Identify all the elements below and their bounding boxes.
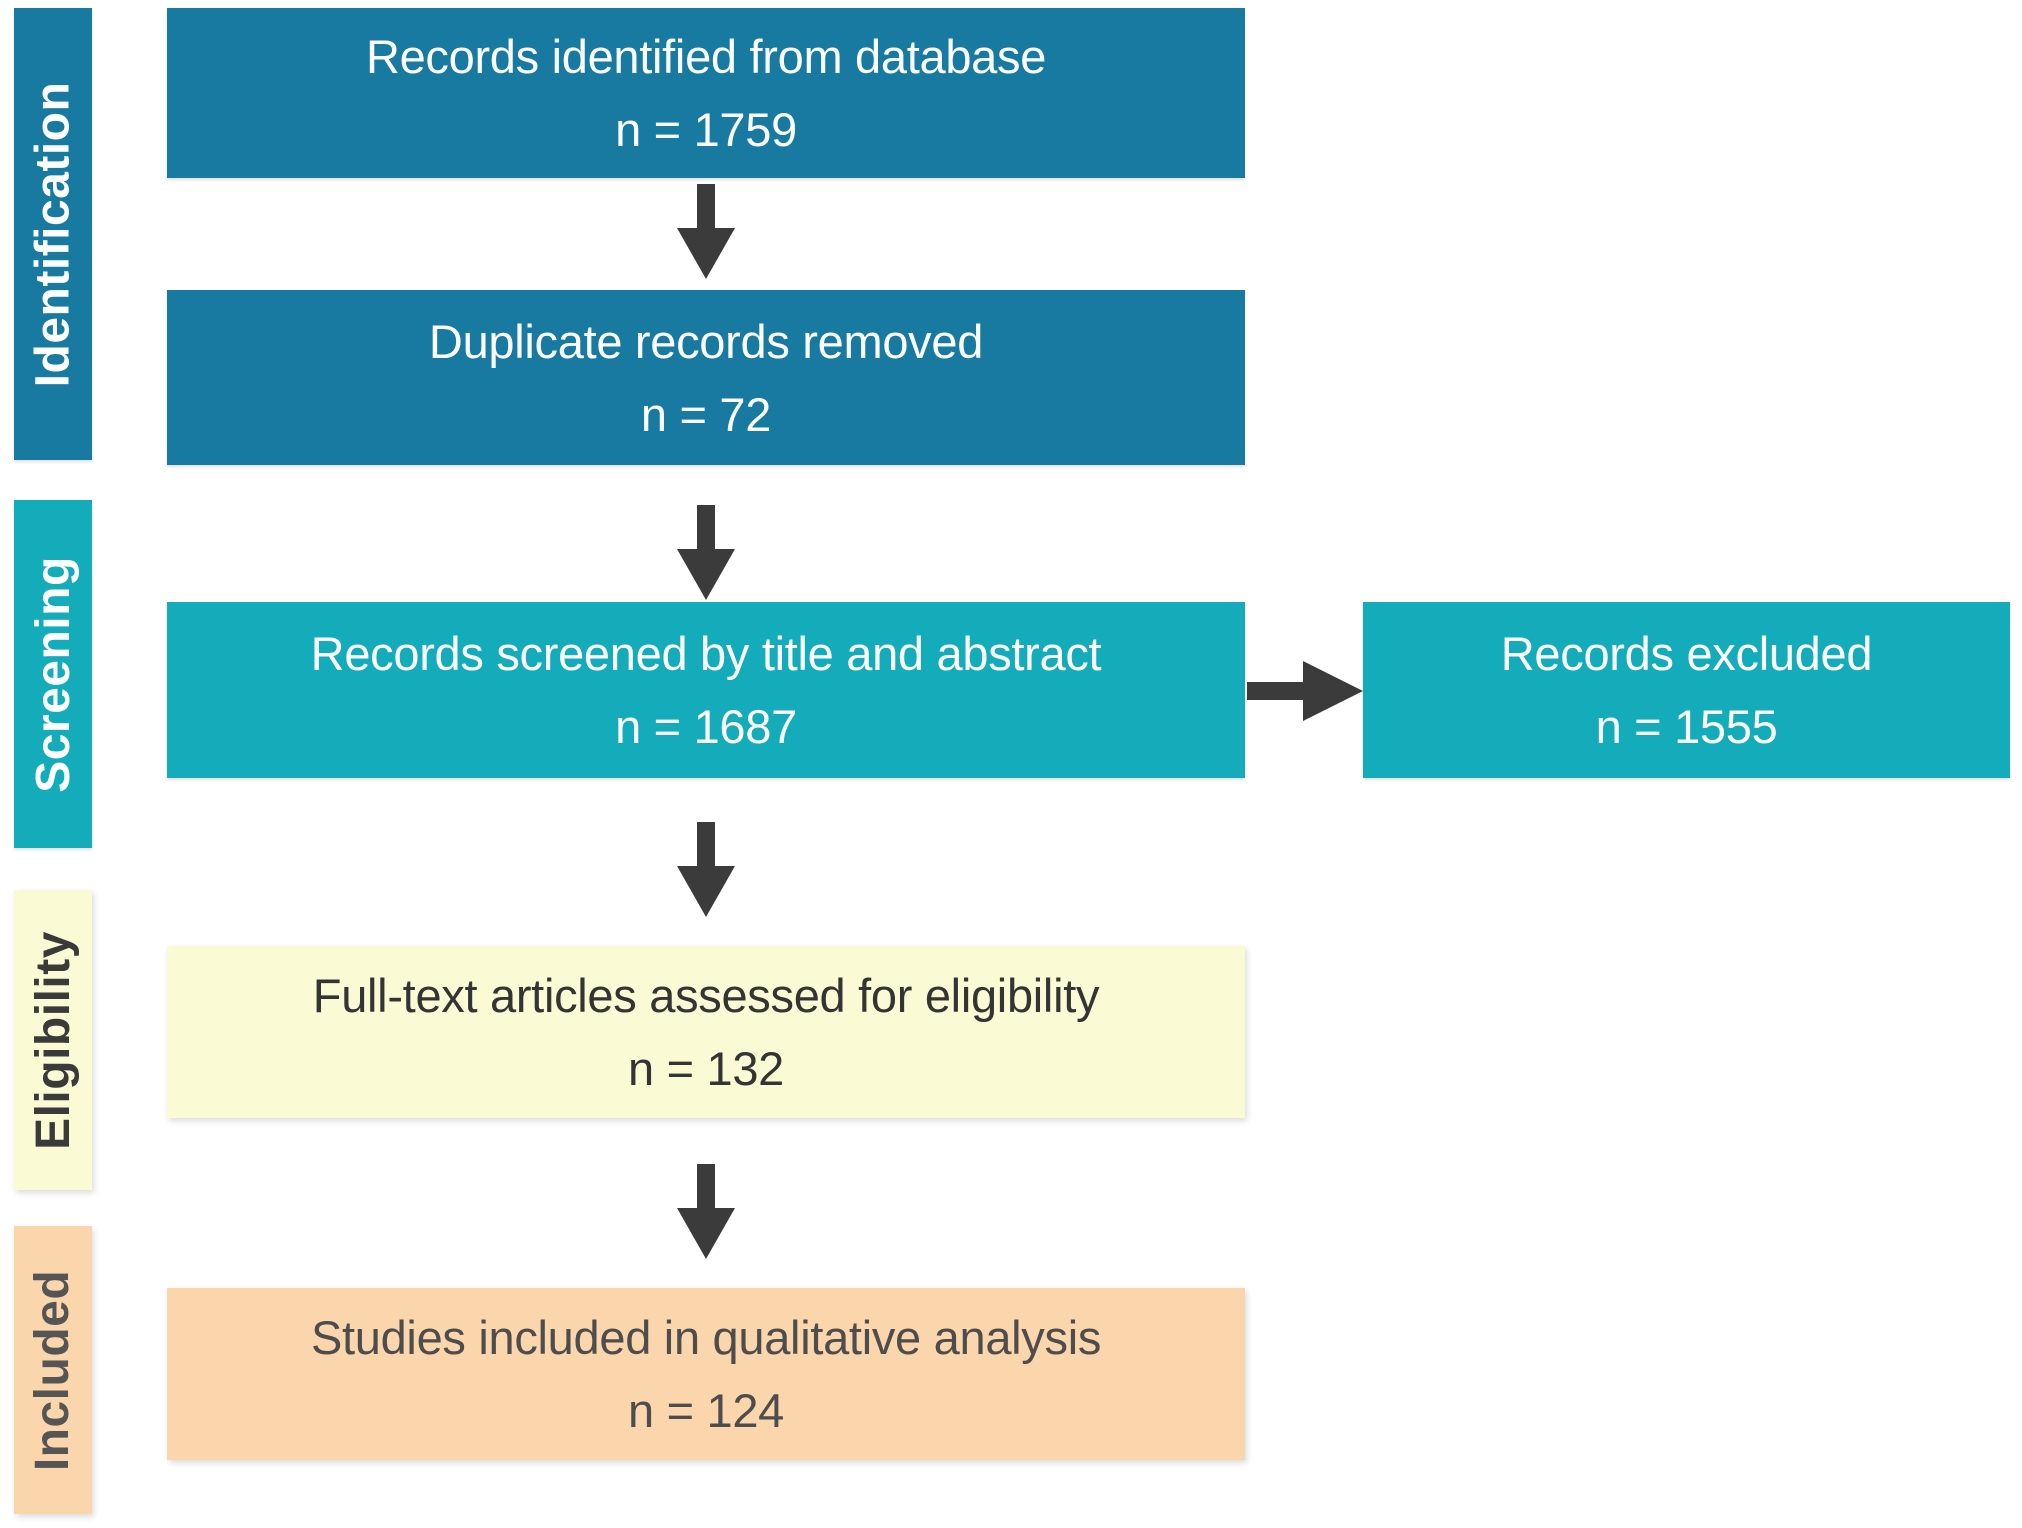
flow-box-duplicates-removed: Duplicate records removed n = 72 bbox=[167, 290, 1245, 465]
stage-tab-eligibility: Eligibility bbox=[14, 890, 92, 1190]
stage-tab-identification: Identification bbox=[14, 8, 92, 460]
box-count: n = 1555 bbox=[1595, 700, 1778, 753]
down-arrow-icon-3 bbox=[677, 822, 735, 917]
flow-box-studies-included: Studies included in qualitative analysis… bbox=[167, 1288, 1245, 1460]
down-arrow-icon-1 bbox=[677, 184, 735, 279]
box-count: n = 124 bbox=[627, 1384, 785, 1437]
box-label: Records excluded bbox=[1500, 627, 1873, 680]
box-count: n = 1759 bbox=[615, 103, 797, 156]
down-arrow-icon-4 bbox=[677, 1164, 735, 1259]
flow-box-records-excluded: Records excluded n = 1555 bbox=[1363, 602, 2010, 778]
box-count: n = 132 bbox=[627, 1042, 785, 1095]
box-label: Studies included in qualitative analysis bbox=[310, 1311, 1102, 1364]
down-arrow-icon-2 bbox=[677, 505, 735, 600]
flow-box-records-identified: Records identified from database n = 175… bbox=[167, 8, 1245, 178]
stage-label-screening: Screening bbox=[26, 555, 80, 793]
flow-box-fulltext-assessed: Full-text articles assessed for eligibil… bbox=[167, 946, 1245, 1118]
box-count: n = 72 bbox=[640, 387, 772, 441]
stage-label-identification: Identification bbox=[26, 81, 80, 387]
stage-label-eligibility: Eligibility bbox=[26, 930, 80, 1150]
right-arrow-icon bbox=[1247, 661, 1363, 721]
box-label: Records identified from database bbox=[365, 30, 1047, 83]
stage-tab-screening: Screening bbox=[14, 500, 92, 848]
stage-label-included: Included bbox=[26, 1269, 80, 1471]
box-label: Duplicate records removed bbox=[428, 314, 984, 368]
box-count: n = 1687 bbox=[615, 700, 797, 753]
flow-box-records-screened: Records screened by title and abstract n… bbox=[167, 602, 1245, 778]
box-label: Full-text articles assessed for eligibil… bbox=[312, 969, 1100, 1022]
box-label: Records screened by title and abstract bbox=[310, 627, 1102, 680]
stage-tab-included: Included bbox=[14, 1226, 92, 1514]
